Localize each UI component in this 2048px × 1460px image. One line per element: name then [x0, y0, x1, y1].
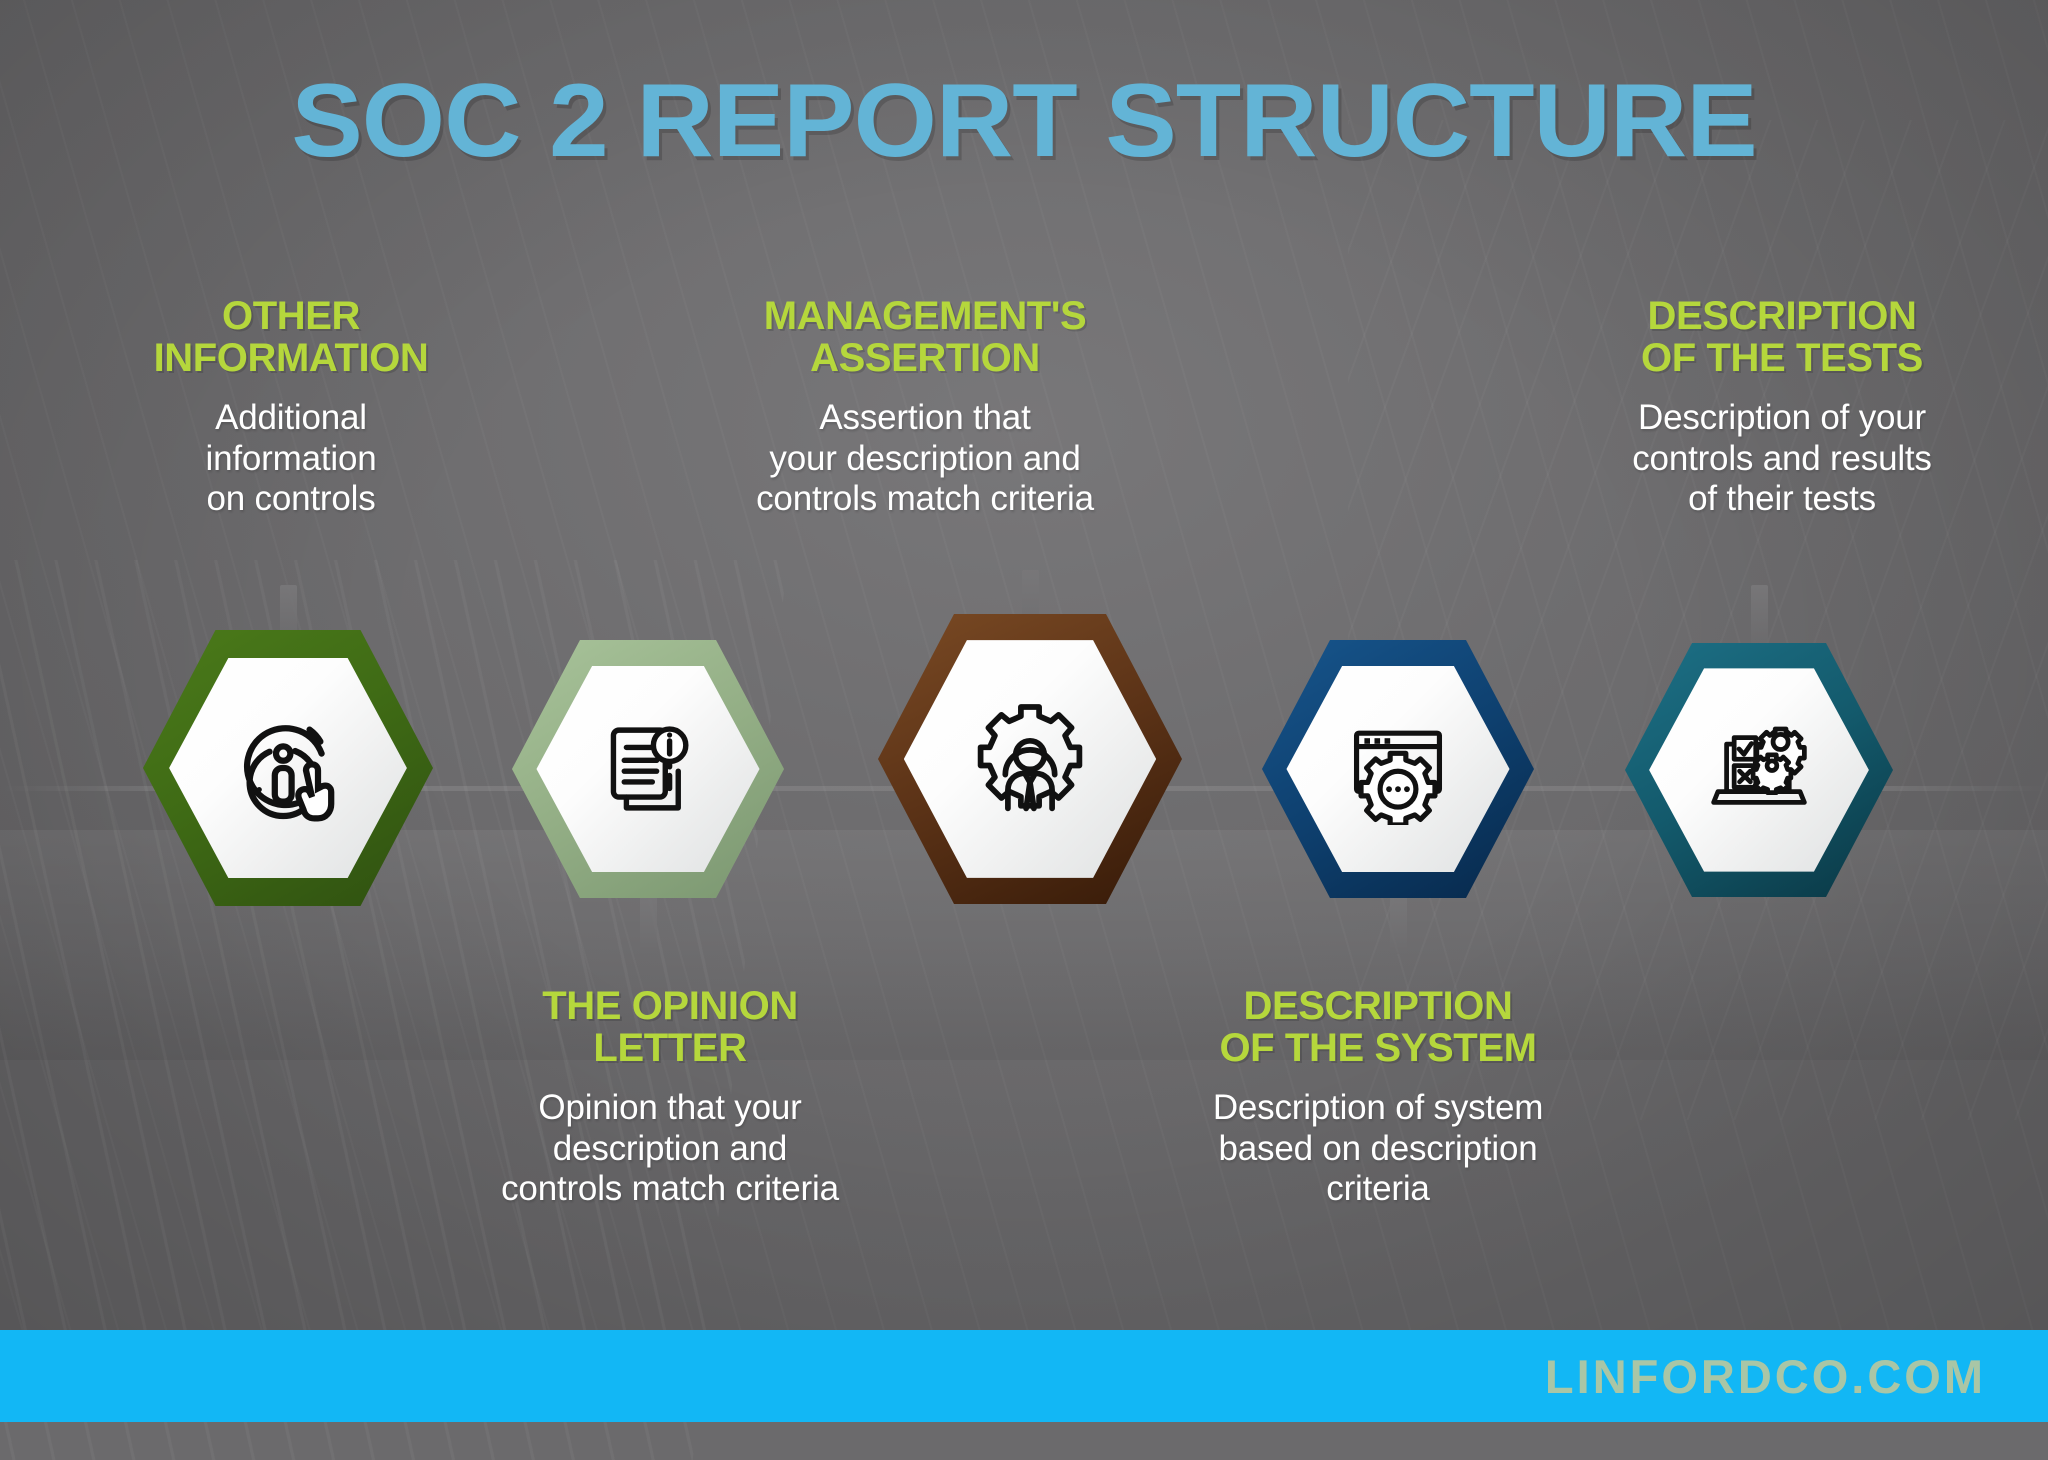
step-node-the-opinion-letter[interactable] [512, 640, 784, 898]
step-heading-description-of-the-system: DESCRIPTION OF THE SYSTEM [1219, 984, 1537, 1070]
connector-stem-5 [1751, 585, 1768, 647]
step-text-other-information: OTHER INFORMATION Additional information… [58, 294, 524, 520]
step-body-other-information: Additional information on controls [205, 398, 377, 519]
connector-stem-2 [640, 892, 657, 954]
manager-gear-icon [878, 614, 1182, 904]
step-body-managements-assertion: Assertion that your description and cont… [756, 398, 1094, 519]
step-text-managements-assertion: MANAGEMENT'S ASSERTION Assertion that yo… [660, 294, 1190, 520]
step-text-the-opinion-letter: THE OPINION LETTER Opinion that your des… [390, 984, 950, 1210]
step-node-description-of-the-tests[interactable] [1625, 643, 1893, 897]
footer-url-text[interactable]: LINFORDCO.COM [1544, 1349, 1986, 1403]
connector-stem-4 [1390, 892, 1407, 954]
step-heading-description-of-the-tests: DESCRIPTION OF THE TESTS [1641, 294, 1923, 380]
step-node-description-of-the-system[interactable] [1262, 640, 1534, 898]
step-heading-the-opinion-letter: THE OPINION LETTER [542, 984, 798, 1070]
step-heading-managements-assertion: MANAGEMENT'S ASSERTION [763, 294, 1087, 380]
background-swoosh-right [1348, 120, 2048, 1120]
browser-gear-icon [1262, 640, 1534, 898]
step-heading-other-information: OTHER INFORMATION [153, 294, 429, 380]
laptop-test-results-icon [1625, 643, 1893, 897]
document-info-icon [512, 640, 784, 898]
info-circle-click-icon [143, 630, 433, 906]
step-body-the-opinion-letter: Opinion that your description and contro… [501, 1088, 839, 1209]
step-body-description-of-the-system: Description of system based on descripti… [1212, 1088, 1544, 1209]
step-body-description-of-the-tests: Description of your controls and results… [1632, 398, 1932, 519]
step-node-managements-assertion[interactable] [878, 614, 1182, 904]
step-node-other-information[interactable] [143, 630, 433, 906]
step-text-description-of-the-system: DESCRIPTION OF THE SYSTEM Description of… [1118, 984, 1638, 1210]
page-title: SOC 2 REPORT STRUCTURE [291, 63, 1757, 179]
step-text-description-of-the-tests: DESCRIPTION OF THE TESTS Description of … [1528, 294, 2036, 520]
footer-bar: LINFORDCO.COM [0, 1330, 2048, 1422]
